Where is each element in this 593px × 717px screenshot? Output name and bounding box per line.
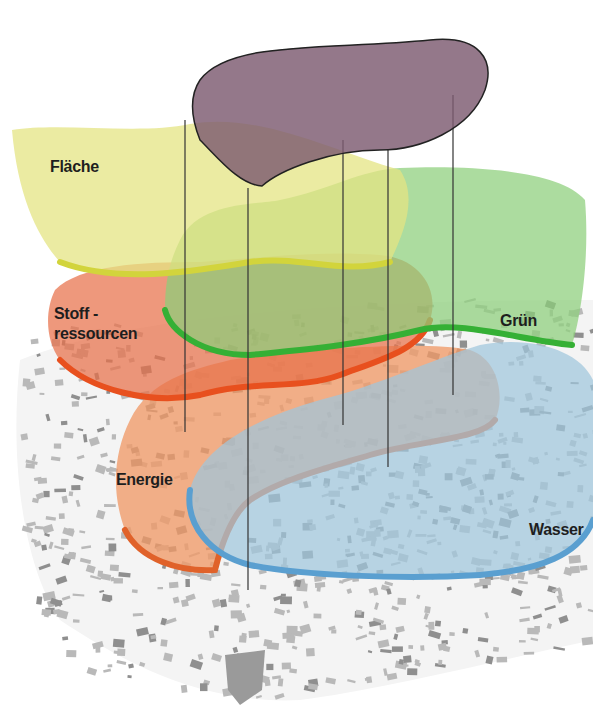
layer-label: Fläche [50, 157, 130, 177]
layer-label: Stoff - ressourcen [54, 304, 146, 344]
layer-label: Wasser [529, 520, 589, 540]
layer-label: Grün [500, 311, 560, 331]
layer-label: Energie [116, 470, 196, 490]
